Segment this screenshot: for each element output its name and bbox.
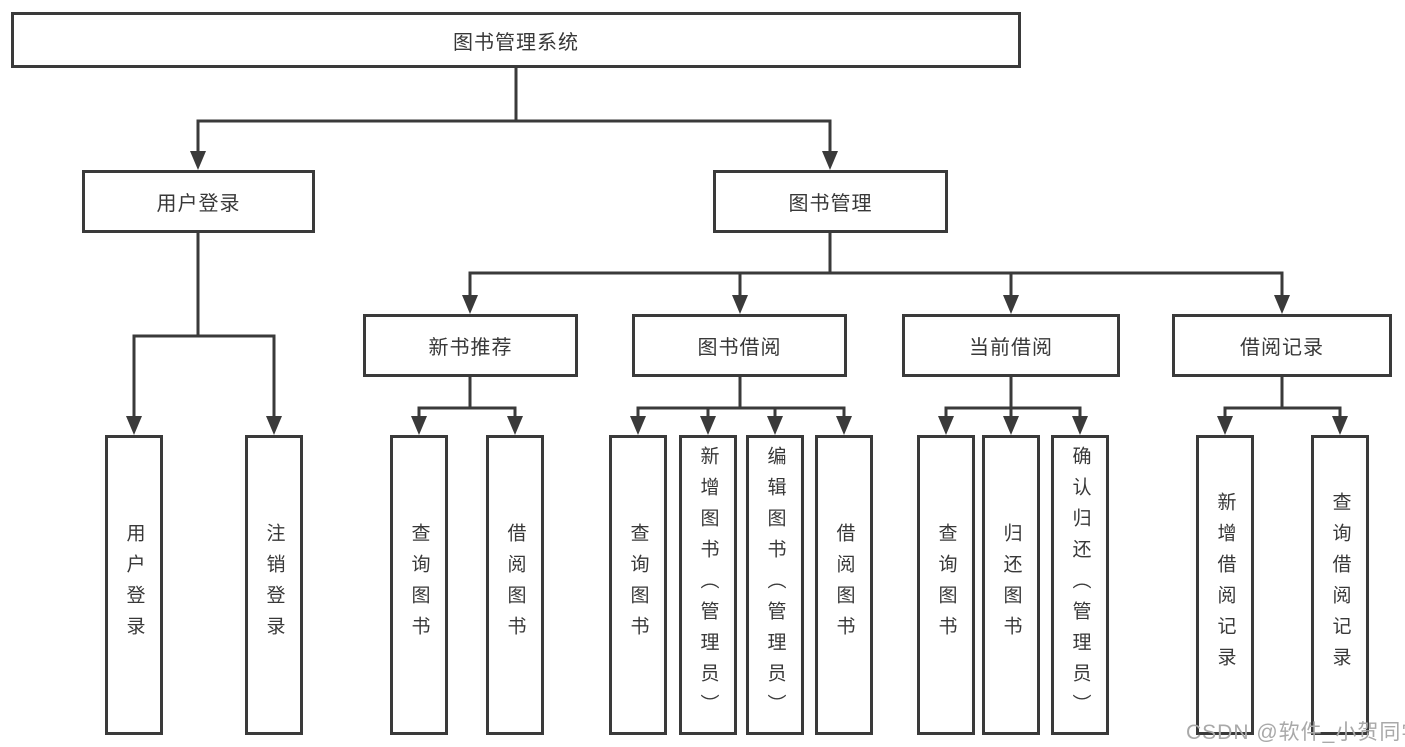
node-user-login: 用户登录 (82, 170, 315, 233)
connector-root-to-level2 (190, 68, 838, 170)
leaf-return-books: 归还图书 (982, 435, 1040, 735)
csdn-watermark: CSDN @软件_小贺同学 (1186, 721, 1405, 744)
connector-new-book-recommend-to-leaves (411, 377, 523, 435)
connector-book-borrowing-to-leaves (630, 377, 852, 435)
leaf-query-books-recommend: 查询图书 (390, 435, 448, 735)
leaf-query-books-current: 查询图书 (917, 435, 975, 735)
leaf-user-login: 用户登录 (105, 435, 163, 735)
leaf-confirm-return-admin: 确认归还（管理员） (1051, 435, 1109, 735)
connector-book-management-to-level3 (462, 233, 1290, 314)
leaf-borrow-books-recommend: 借阅图书 (486, 435, 544, 735)
node-new-book-recommend: 新书推荐 (363, 314, 578, 377)
leaf-query-borrow-record: 查询借阅记录 (1311, 435, 1369, 735)
connector-current-borrowing-to-leaves (938, 377, 1088, 435)
node-book-borrowing: 图书借阅 (632, 314, 847, 377)
node-library-management-system: 图书管理系统 (11, 12, 1021, 68)
leaf-edit-book-admin: 编辑图书（管理员） (746, 435, 804, 735)
leaf-borrow-books-borrowing: 借阅图书 (815, 435, 873, 735)
connector-borrowing-records-to-leaves (1217, 377, 1348, 435)
leaf-query-books-borrowing: 查询图书 (609, 435, 667, 735)
connector-user-login-to-leaves (126, 233, 282, 435)
node-borrowing-records: 借阅记录 (1172, 314, 1392, 377)
node-book-management: 图书管理 (713, 170, 948, 233)
leaf-logout-login: 注销登录 (245, 435, 303, 735)
leaf-add-book-admin: 新增图书（管理员） (679, 435, 737, 735)
leaf-add-borrow-record: 新增借阅记录 (1196, 435, 1254, 735)
node-current-borrowing: 当前借阅 (902, 314, 1120, 377)
